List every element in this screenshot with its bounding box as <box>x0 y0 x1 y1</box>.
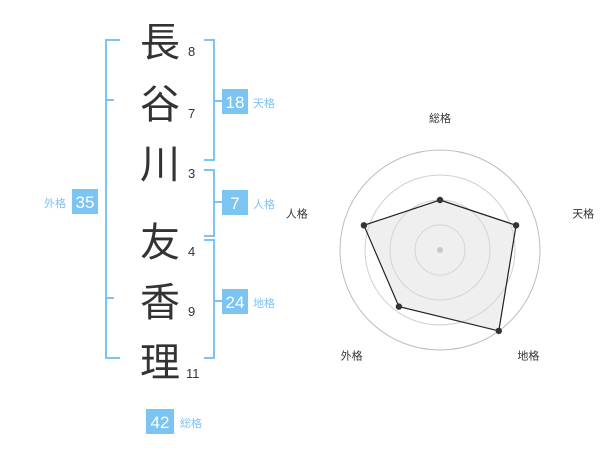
radar-ring-1 <box>414 224 466 276</box>
chikaku-value-box <box>222 289 248 314</box>
soukaku-badge: 42 総格 <box>146 409 202 434</box>
gaikaku-value-box <box>72 189 98 214</box>
radar-point-3 <box>495 327 502 335</box>
jinkaku-value-box <box>222 190 248 215</box>
soukaku-value-box <box>146 409 174 434</box>
chikaku-label: 地格 <box>253 296 275 310</box>
jinkaku-value: 7 <box>230 194 239 213</box>
radar-axis-label-3: 地格 <box>517 349 539 363</box>
soukaku-label: 総格 <box>180 416 202 430</box>
jinkaku-label: 人格 <box>253 197 275 211</box>
surname-char-1: 長 <box>140 20 180 66</box>
gaikaku-label: 外格 <box>44 196 66 210</box>
given-strokes-2: 9 <box>188 304 195 319</box>
surname-char-3: 川 <box>140 142 180 188</box>
chikaku-bracket <box>204 239 222 359</box>
chikaku-value: 24 <box>226 293 245 312</box>
tenkaku-value-box <box>222 89 248 114</box>
gaikaku-value: 35 <box>76 193 95 212</box>
given-strokes-1: 4 <box>188 244 195 259</box>
radar-ring-4 <box>339 149 541 351</box>
gaikaku-bracket <box>105 39 120 359</box>
given-char-1: 友 <box>140 220 180 266</box>
radar-vertices <box>360 196 520 335</box>
chikaku-badge: 24 地格 <box>222 289 275 314</box>
radar-center-dot <box>437 247 443 253</box>
given-char-3: 理 <box>140 340 180 386</box>
radar-point-1 <box>436 196 444 204</box>
soukaku-value: 42 <box>151 413 170 432</box>
radar-axis-label-2: 天格 <box>572 207 594 221</box>
gaikaku-badge: 外格 35 <box>44 189 98 214</box>
surname-strokes-1: 8 <box>188 44 195 59</box>
radar-polygon <box>363 199 517 332</box>
jinkaku-bracket <box>204 169 222 237</box>
given-strokes-3: 11 <box>186 366 200 381</box>
jinkaku-badge: 7 人格 <box>222 190 275 215</box>
tenkaku-label: 天格 <box>253 96 275 110</box>
radar-point-2 <box>512 222 520 229</box>
tenkaku-bracket <box>204 39 222 161</box>
radar-axis-label-5: 人格 <box>286 207 308 221</box>
surname-strokes-3: 3 <box>188 166 195 181</box>
tenkaku-value: 18 <box>226 93 245 112</box>
given-char-2: 香 <box>140 280 180 326</box>
radar-ring-3 <box>364 174 516 326</box>
surname-strokes-2: 7 <box>188 106 195 121</box>
radar-point-5 <box>360 222 368 229</box>
surname-char-2: 谷 <box>140 82 180 128</box>
radar-axis-label-4: 外格 <box>341 349 363 363</box>
fortune-brackets <box>105 39 222 359</box>
tenkaku-badge: 18 天格 <box>222 89 275 114</box>
radar-point-4 <box>395 303 403 310</box>
name-column: 長 8 谷 7 川 3 友 4 香 9 理 11 <box>140 20 200 386</box>
radar-axis-label-1: 総格 <box>429 111 451 125</box>
